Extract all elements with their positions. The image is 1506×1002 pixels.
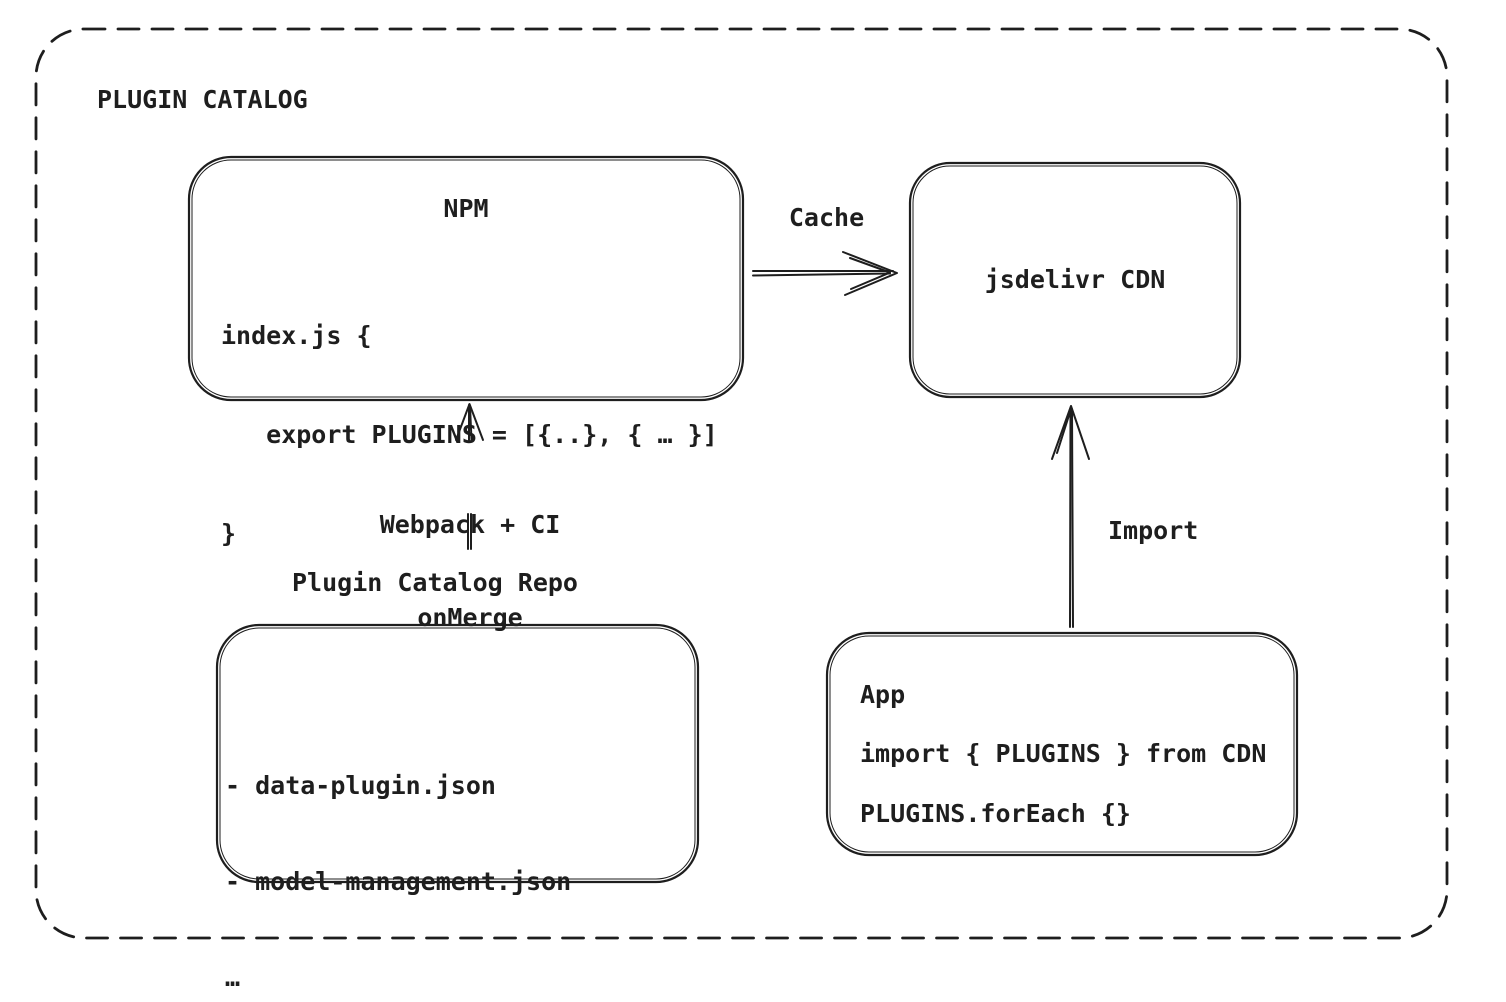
app-title: App [860, 680, 906, 709]
cache-label: Cache [788, 203, 865, 232]
npm-box [187, 155, 745, 402]
import-label: Import [1108, 516, 1199, 545]
repo-file-item: … [225, 963, 241, 992]
build-label-line: onMerge [417, 603, 523, 632]
build-arrow [455, 403, 484, 441]
frame-title: PLUGIN CATALOG [97, 85, 308, 114]
cdn-label: jsdelivr CDN [984, 265, 1166, 294]
npm-title: NPM [443, 194, 489, 223]
repo-box [215, 623, 700, 884]
npm-code-line: index.js { [221, 321, 372, 350]
npm-code-block: index.js { export PLUGINS = [{..}, { … }… [221, 253, 718, 616]
import-arrow [1051, 405, 1090, 628]
build-label-line: Webpack + CI [379, 510, 561, 539]
app-code-line: import { PLUGINS } from CDN [860, 739, 1267, 768]
npm-code-line: } [221, 519, 237, 548]
build-label: Webpack + CI onMerge [320, 447, 620, 695]
repo-file-item: - data-plugin.json [225, 771, 496, 800]
npm-box-sketch-stroke [191, 159, 741, 398]
app-box [825, 631, 1299, 857]
catalog-frame-border [34, 27, 1449, 940]
cdn-box [908, 161, 1242, 399]
npm-code-line: export PLUGINS = [{..}, { … }] [221, 420, 718, 449]
repo-label: Plugin Catalog Repo [292, 568, 578, 597]
cdn-box-sketch-stroke [912, 165, 1238, 395]
app-box-sketch-stroke [829, 635, 1295, 853]
cache-arrow [752, 251, 898, 296]
app-code-line: PLUGINS.forEach {} [860, 799, 1131, 828]
repo-file-list: - data-plugin.json - model-management.js… [225, 706, 571, 1002]
repo-box-sketch-stroke [219, 627, 696, 880]
build-arrow-connector [467, 513, 472, 550]
repo-file-item: - model-management.json [225, 867, 572, 896]
